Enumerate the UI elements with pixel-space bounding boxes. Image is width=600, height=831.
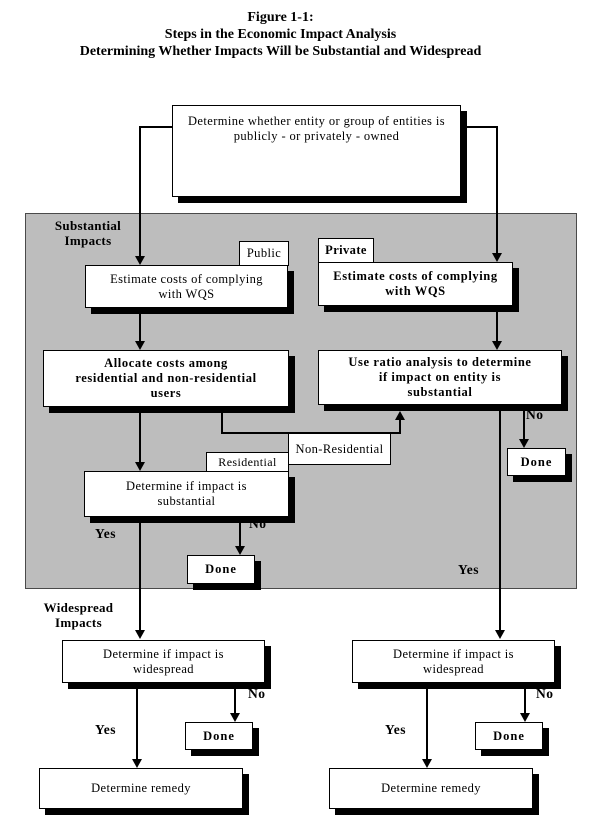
substantial-impacts-label: Substantial Impacts <box>54 218 122 248</box>
node-determine-remedy-right: Determine remedy <box>329 768 533 809</box>
connector-root-left-horizontal <box>140 126 173 128</box>
connector-root-to-public-estimate <box>139 126 141 257</box>
edge-label-yes-substantial-private: Yes <box>458 562 479 577</box>
arrowhead-into-ratio-top <box>492 341 502 350</box>
figure-title-line3: Determining Whether Impacts Will be Subs… <box>79 44 482 59</box>
node-use-ratio-analysis: Use ratio analysis to determine if impac… <box>318 350 562 405</box>
node-allocate-costs: Allocate costs among residential and non… <box>43 350 289 407</box>
connector-substantial-no-to-done <box>239 517 241 547</box>
connector-substantial-yes-to-widespread-left <box>139 517 141 631</box>
tab-non-residential: Non-Residential <box>288 433 391 465</box>
edge-label-no-substantial-public: No <box>249 516 267 531</box>
arrowhead-into-private-estimate <box>492 253 502 262</box>
node-done-widespread-left: Done <box>185 722 253 750</box>
figure-title-line1: Figure 1-1: <box>247 10 314 25</box>
node-root: Determine whether entity or group of ent… <box>172 105 461 197</box>
tab-public: Public <box>239 241 289 266</box>
edge-label-yes-widespread-right: Yes <box>385 722 406 737</box>
node-determine-widespread-left: Determine if impact is widespread <box>62 640 265 683</box>
node-determine-widespread-right: Determine if impact is widespread <box>352 640 555 683</box>
connector-private-estimate-to-ratio <box>496 306 498 342</box>
edge-label-no-substantial-private: No <box>526 407 544 422</box>
connector-estimate-to-allocate <box>139 308 141 342</box>
connector-allocate-to-determine-substantial <box>139 407 141 463</box>
arrowhead-into-remedy-left <box>132 759 142 768</box>
connector-widespread-left-yes-to-remedy <box>136 683 138 760</box>
arrowhead-into-remedy-right <box>422 759 432 768</box>
arrowhead-into-done-right <box>520 713 530 722</box>
connector-root-to-private-estimate <box>496 126 498 254</box>
arrowhead-into-ratio-analysis <box>395 411 405 420</box>
arrowhead-into-allocate <box>135 341 145 350</box>
arrowhead-into-done-substantial-private <box>519 439 529 448</box>
edge-label-no-widespread-left: No <box>248 686 266 701</box>
connector-widespread-right-yes-to-remedy <box>426 683 428 760</box>
arrowhead-into-done-left <box>230 713 240 722</box>
connector-widespread-left-no-to-done <box>234 683 236 714</box>
edge-label-yes-widespread-left: Yes <box>95 722 116 737</box>
connector-ratio-no-to-done <box>523 410 525 440</box>
node-estimate-private: Estimate costs of complying with WQS <box>318 262 513 306</box>
widespread-impacts-label: Widespread Impacts <box>43 600 114 630</box>
node-determine-substantial: Determine if impact is substantial <box>84 471 289 517</box>
connector-widespread-right-no-to-done <box>524 683 526 714</box>
figure-title: Figure 1-1: Steps in the Economic Impact… <box>0 9 561 60</box>
connector-allocate-nonresidential-down <box>221 407 223 434</box>
arrowhead-into-widespread-right <box>495 630 505 639</box>
figure-title-line2: Steps in the Economic Impact Analysis <box>164 27 397 42</box>
node-done-substantial-private: Done <box>507 448 566 476</box>
node-estimate-public: Estimate costs of complying with WQS <box>85 265 288 308</box>
node-done-substantial-public: Done <box>187 555 255 584</box>
arrowhead-into-widespread-left <box>135 630 145 639</box>
node-done-widespread-right: Done <box>475 722 543 750</box>
connector-root-right-horizontal <box>459 126 498 128</box>
edge-label-yes-substantial-public: Yes <box>95 526 116 541</box>
tab-private: Private <box>318 238 374 263</box>
arrowhead-into-determine-substantial <box>135 462 145 471</box>
arrowhead-into-public-estimate <box>135 256 145 265</box>
arrowhead-into-done-substantial-public <box>235 546 245 555</box>
connector-nonresidential-up <box>399 420 401 434</box>
node-determine-remedy-left: Determine remedy <box>39 768 243 809</box>
tab-residential: Residential <box>206 452 289 472</box>
edge-label-no-widespread-right: No <box>536 686 554 701</box>
connector-ratio-yes-to-widespread-right <box>499 410 501 631</box>
